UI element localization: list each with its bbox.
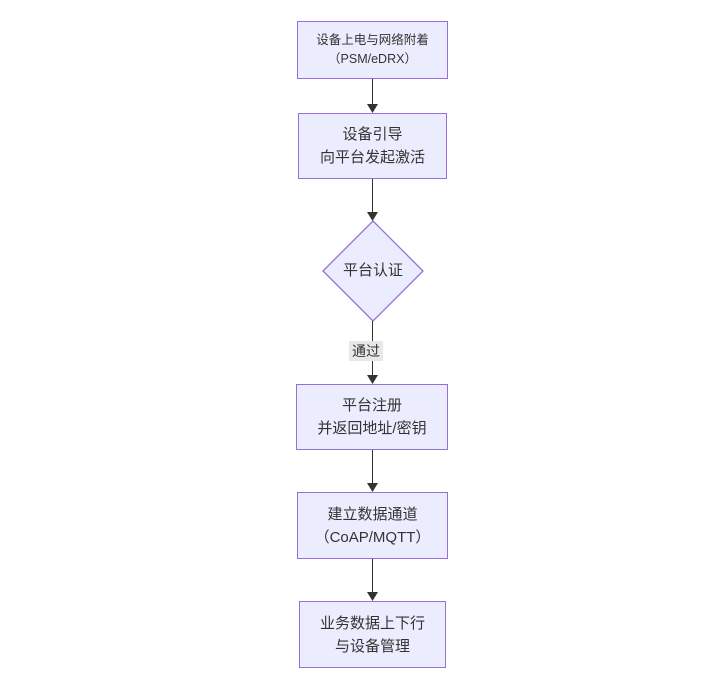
node-business-data: 业务数据上下行 与设备管理 xyxy=(299,601,446,668)
node-text: 并返回地址/密钥 xyxy=(317,420,427,437)
node-text: 建立数据通道 xyxy=(327,505,418,523)
node-text: 平台注册 xyxy=(341,397,402,414)
node-data-channel: 建立数据通道 （CoAP/MQTT） xyxy=(297,492,448,559)
arrowhead-icon xyxy=(367,483,378,492)
arrowhead-icon xyxy=(367,375,378,384)
node-text: 向平台发起激活 xyxy=(319,149,425,166)
node-text: （PSM/eDRX） xyxy=(328,52,417,66)
node-text: 与设备管理 xyxy=(334,637,410,655)
node-platform-auth-label: 平台认证 xyxy=(342,262,403,279)
node-platform-register: 平台注册 并返回地址/密钥 xyxy=(296,384,448,450)
node-power-on: 设备上电与网络附着 （PSM/eDRX） xyxy=(297,21,448,79)
edge-label-pass: 通过 xyxy=(349,341,383,361)
node-text: 业务数据上下行 xyxy=(319,614,425,632)
arrowhead-icon xyxy=(367,592,378,601)
arrowhead-icon xyxy=(367,212,378,221)
node-text: 设备上电与网络附着 xyxy=(316,33,429,47)
arrowhead-icon xyxy=(367,104,378,113)
node-bootstrap: 设备引导 向平台发起激活 xyxy=(298,113,447,179)
node-text: （CoAP/MQTT） xyxy=(314,528,431,546)
node-text: 设备引导 xyxy=(342,126,403,143)
